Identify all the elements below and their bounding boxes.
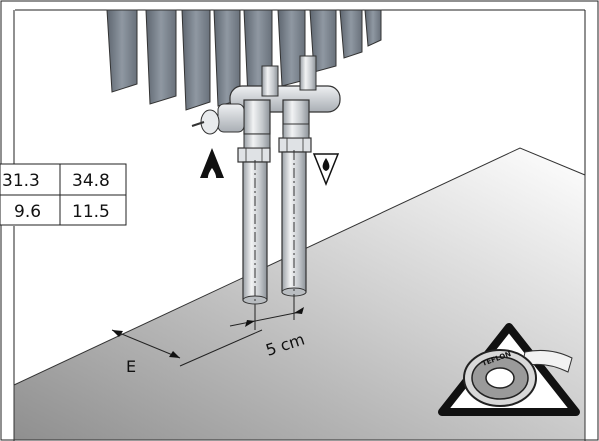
table-cell-r2c2: 11.5 [72, 202, 110, 222]
flow-in-arrow-icon [200, 148, 224, 184]
edge-label: E [126, 357, 136, 376]
table-cell-r1c2: 34.8 [72, 171, 110, 191]
radiator [106, 9, 382, 111]
value-table: 31.3 34.8 9.6 11.5 [0, 163, 127, 226]
pipes [242, 150, 307, 320]
teflon-warning-icon: TEFLON [438, 323, 580, 416]
dimension-edge: E [111, 329, 263, 376]
table-cell-r2c1: 9.6 [14, 202, 41, 222]
pipe-nuts [237, 123, 312, 163]
flow-out-arrow-icon [312, 153, 340, 187]
table-cell-r1c1: 31.3 [2, 171, 40, 191]
